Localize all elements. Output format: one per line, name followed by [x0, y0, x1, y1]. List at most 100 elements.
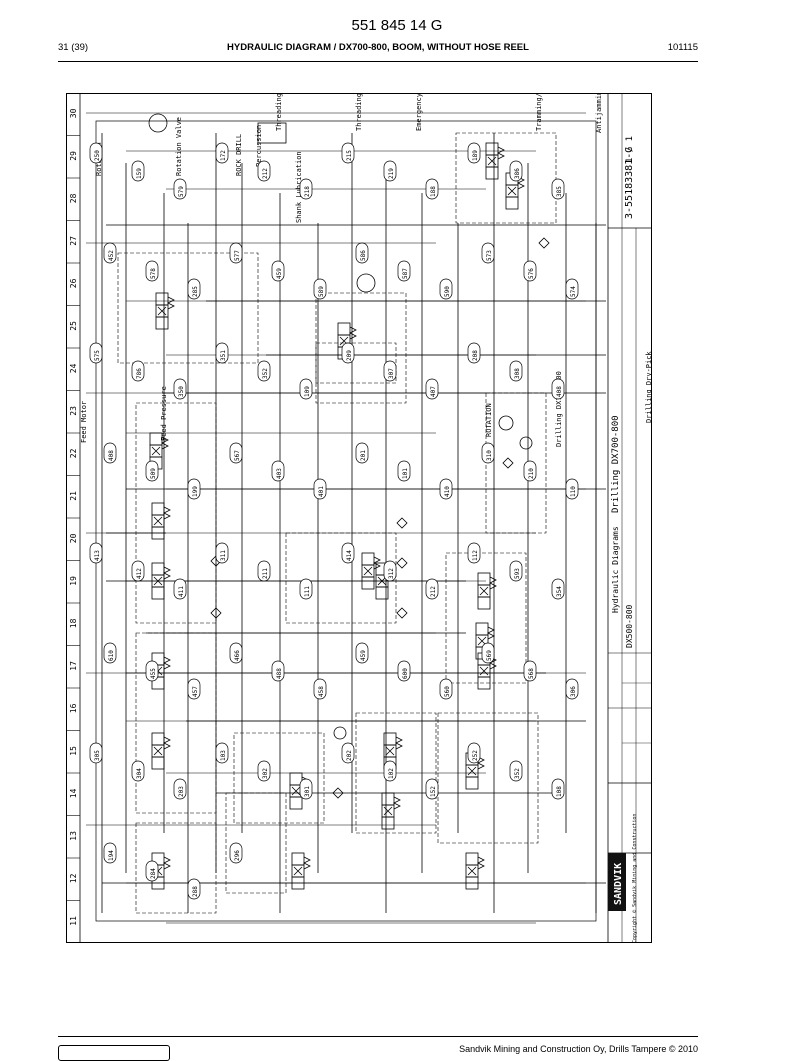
hose-tag: 215 [341, 142, 355, 164]
circuit-title: Antijamming Off [595, 93, 603, 133]
doc-date-code: 101115 [667, 42, 698, 53]
doc-number: 551 845 14 G [351, 17, 443, 34]
svg-text:579: 579 [178, 186, 185, 197]
hose-tag: 310 [481, 442, 495, 464]
hydraulic-diagram: 1112131415161718192021222324252627282930… [66, 93, 652, 943]
svg-text:567: 567 [234, 450, 241, 461]
grid-number: 30 [69, 108, 78, 118]
hose-tag: 578 [145, 260, 159, 282]
grid-number: 23 [69, 406, 78, 416]
hose-tag: 211 [257, 560, 271, 582]
grid-number: 27 [69, 236, 78, 246]
svg-text:312: 312 [388, 568, 395, 579]
hose-tag: 459 [271, 260, 285, 282]
hose-tag: 219 [383, 160, 397, 182]
hose-tag: 354 [551, 578, 565, 600]
grid-number: 19 [69, 576, 78, 586]
circuit-title: Threading Feed [275, 93, 283, 131]
hose-tag: 159 [131, 160, 145, 182]
svg-text:101: 101 [402, 468, 409, 479]
hose-tag: 412 [131, 560, 145, 582]
hose-tag: 488 [271, 660, 285, 682]
hose-tag: 352 [509, 760, 523, 782]
page-ref: 31 (39) [58, 42, 89, 53]
hose-tag: 284 [145, 860, 159, 882]
svg-text:212: 212 [430, 586, 437, 597]
svg-text:455: 455 [150, 668, 157, 679]
svg-text:351: 351 [220, 350, 227, 361]
svg-text:202: 202 [346, 750, 353, 761]
hose-tag: 199 [187, 478, 201, 500]
hose-tag: 302 [257, 760, 271, 782]
circuit [86, 112, 606, 924]
svg-text:403: 403 [276, 468, 283, 479]
svg-text:189: 189 [472, 150, 479, 161]
circuit-title: Drilling DX700-800 [555, 371, 563, 447]
brand-box [608, 853, 626, 911]
svg-text:288: 288 [192, 886, 199, 897]
svg-text:218: 218 [304, 186, 311, 197]
hose-tag: 575 [89, 342, 103, 364]
drawing-title-secondary: Hydraulic Diagrams [611, 526, 620, 613]
svg-text:593: 593 [514, 568, 521, 579]
svg-text:212: 212 [262, 168, 269, 179]
hose-tag: 312 [383, 560, 397, 582]
hose-tag: 457 [187, 678, 201, 700]
sheet-frame [66, 93, 652, 943]
svg-text:587: 587 [402, 268, 409, 279]
hose-tag: 307 [383, 360, 397, 382]
svg-text:306: 306 [570, 686, 577, 697]
hose-tag: 586 [355, 242, 369, 264]
svg-text:385: 385 [556, 186, 563, 197]
svg-text:152: 152 [430, 786, 437, 797]
hose-tag: 218 [299, 178, 313, 200]
hose-tag: 103 [215, 742, 229, 764]
grid-number: 11 [69, 916, 78, 926]
drawing-title-primary: Drilling DX700-800 [611, 415, 621, 513]
svg-text:250: 250 [94, 150, 101, 161]
hose-tag: 458 [313, 678, 327, 700]
svg-text:488: 488 [276, 668, 283, 679]
svg-text:414: 414 [346, 550, 353, 561]
hose-tag: 212 [257, 160, 271, 182]
hose-tag: 296 [229, 842, 243, 864]
svg-text:108: 108 [556, 786, 563, 797]
circuit-title: Drilling Dry-Pick [645, 351, 652, 423]
svg-text:386: 386 [514, 168, 521, 179]
hose-tag: 385 [551, 178, 565, 200]
hose-tag: 308 [509, 360, 523, 382]
svg-text:215: 215 [346, 150, 353, 161]
brand-logo: SANDVIK [613, 863, 624, 905]
svg-text:413: 413 [94, 550, 101, 561]
hose-tag: 509 [145, 460, 159, 482]
svg-text:211: 211 [262, 568, 269, 579]
svg-text:457: 457 [192, 686, 199, 697]
hose-tag: 250 [89, 142, 103, 164]
hose-tag: 576 [523, 260, 537, 282]
svg-text:159: 159 [136, 168, 143, 179]
grid-number: 22 [69, 448, 78, 458]
hose-tag: 459 [355, 642, 369, 664]
svg-text:610: 610 [108, 650, 115, 661]
grid-number: 12 [69, 873, 78, 883]
hose-tag: 111 [299, 578, 313, 600]
grid-number: 21 [69, 491, 78, 501]
svg-text:401: 401 [318, 486, 325, 497]
hose-tag: 401 [313, 478, 327, 500]
hose-tag: 590 [439, 278, 453, 300]
hose-tag: 560 [439, 678, 453, 700]
svg-text:350: 350 [178, 386, 185, 397]
hose-tag: 600 [397, 660, 411, 682]
grid-number: 13 [69, 831, 78, 841]
svg-text:252: 252 [472, 750, 479, 761]
hose-tag: 152 [425, 778, 439, 800]
grid-number: 28 [69, 193, 78, 203]
svg-text:407: 407 [430, 386, 437, 397]
doc-title: HYDRAULIC DIAGRAM / DX700-800, BOOM, WIT… [227, 42, 529, 53]
hose-tag: 411 [173, 578, 187, 600]
sheet-label: 1 / 1 [625, 136, 635, 163]
hose-tag: 172 [215, 142, 229, 164]
svg-text:410: 410 [444, 486, 451, 497]
footer-rule [58, 1036, 698, 1037]
hose-tag: 589 [313, 278, 327, 300]
